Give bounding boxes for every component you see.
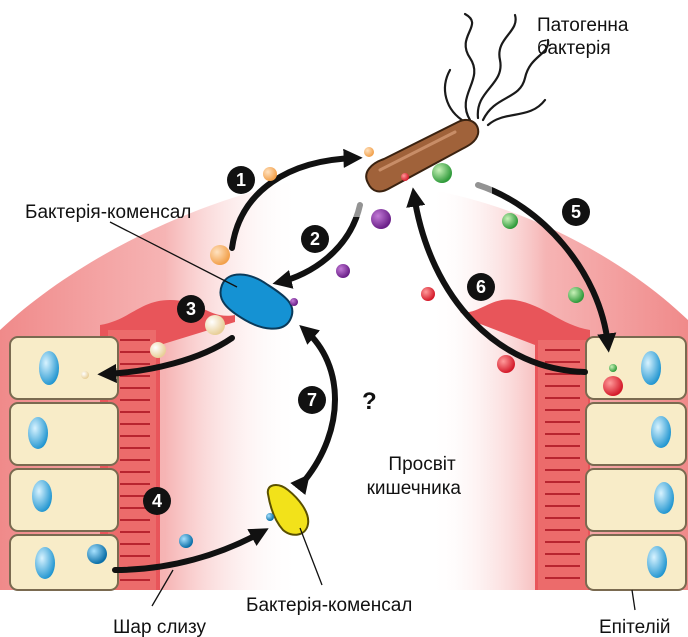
molecule-orange <box>263 167 277 181</box>
molecule-blue <box>87 544 107 564</box>
molecule-orange <box>210 245 230 265</box>
flagella <box>445 14 548 125</box>
step-badge-3: 3 <box>177 295 205 323</box>
molecule-cream <box>205 315 225 335</box>
step-badge-2: 2 <box>301 225 329 253</box>
molecule-orange <box>364 147 374 157</box>
label-commensal-bottom: Бактерія-коменсал <box>246 595 412 616</box>
molecule-red <box>603 376 623 396</box>
molecule-green <box>609 364 617 372</box>
molecule-purple <box>290 298 298 306</box>
villi-right-band <box>538 340 588 590</box>
question-mark: ? <box>362 388 377 415</box>
svg-text:1: 1 <box>236 170 246 190</box>
label-epithelium: Епітелій <box>599 617 671 637</box>
svg-text:4: 4 <box>152 491 162 511</box>
step-badge-4: 4 <box>143 487 171 515</box>
molecule-green <box>502 213 518 229</box>
label-commensal-top: Бактерія-коменсал <box>25 202 191 223</box>
molecule-green <box>568 287 584 303</box>
molecule-red <box>401 173 409 181</box>
svg-text:2: 2 <box>310 229 320 249</box>
step-badge-1: 1 <box>227 166 255 194</box>
label-mucus-layer: Шар слизу <box>113 617 207 637</box>
molecule-cream <box>81 371 89 379</box>
molecule-red <box>497 355 515 373</box>
svg-text:3: 3 <box>186 299 196 319</box>
svg-text:7: 7 <box>307 390 317 410</box>
step-badge-5: 5 <box>562 198 590 226</box>
molecule-red <box>421 287 435 301</box>
molecule-blue <box>179 534 193 548</box>
step-badge-7: 7 <box>298 386 326 414</box>
label-pathogenic-bacterium: Патогенна бактерія <box>537 15 634 59</box>
molecule-green <box>432 163 452 183</box>
arrow2-fade <box>345 195 375 217</box>
arrow5-fade <box>462 172 492 196</box>
svg-text:6: 6 <box>476 277 486 297</box>
molecule-purple <box>336 264 350 278</box>
molecule-cream <box>150 342 166 358</box>
svg-text:5: 5 <box>571 202 581 222</box>
epithelium-right <box>586 337 686 590</box>
microvilli-left <box>120 340 150 580</box>
molecule-blue <box>266 513 274 521</box>
molecule-purple <box>371 209 391 229</box>
step-badge-6: 6 <box>467 273 495 301</box>
